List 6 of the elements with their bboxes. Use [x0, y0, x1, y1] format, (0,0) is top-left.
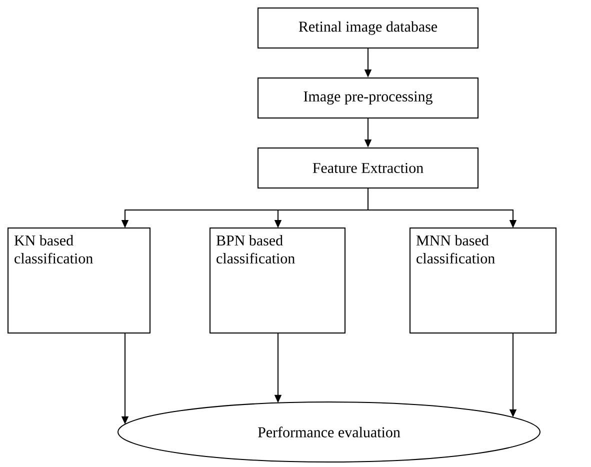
process-box: Image pre-processing: [258, 78, 478, 118]
classifier-box: BPN based classification: [210, 228, 346, 334]
classifier-box: MNN based classification: [410, 228, 556, 334]
process-box: Retinal image database: [258, 8, 478, 48]
classifier-box: KN based classification: [8, 228, 150, 334]
process-box: Feature Extraction: [258, 148, 478, 188]
